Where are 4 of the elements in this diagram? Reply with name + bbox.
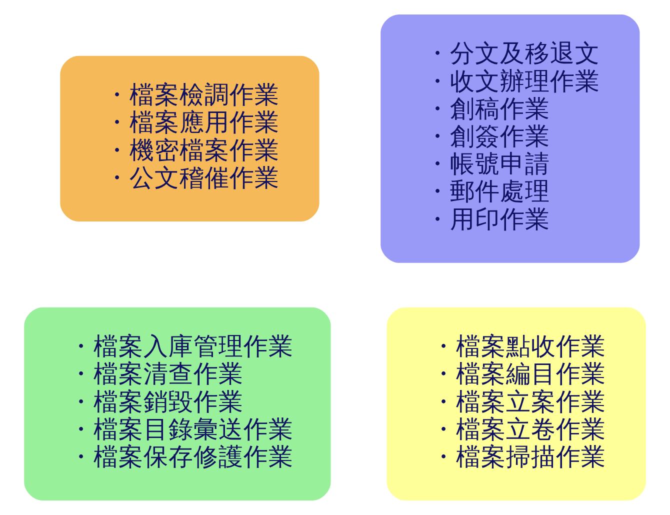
node-box: ・檔案檢調作業 ・檔案應用作業 ・機密檔案作業 ・公文稽催作業: [60, 56, 320, 222]
node-box: ・檔案點收作業 ・檔案編目作業 ・檔案立案作業 ・檔案立卷作業 ・檔案掃描作業: [386, 307, 646, 501]
node-box: ・檔案入庫管理作業 ・檔案清查作業 ・檔案銷毀作業 ・檔案目錄彙送作業 ・檔案保存修護作業: [24, 307, 331, 501]
node-box: ・分文及移退文 ・收文辦理作業 ・創稿作業 ・創簽作業 ・帳號申請 ・郵件處理 ・用印作業: [380, 14, 640, 263]
